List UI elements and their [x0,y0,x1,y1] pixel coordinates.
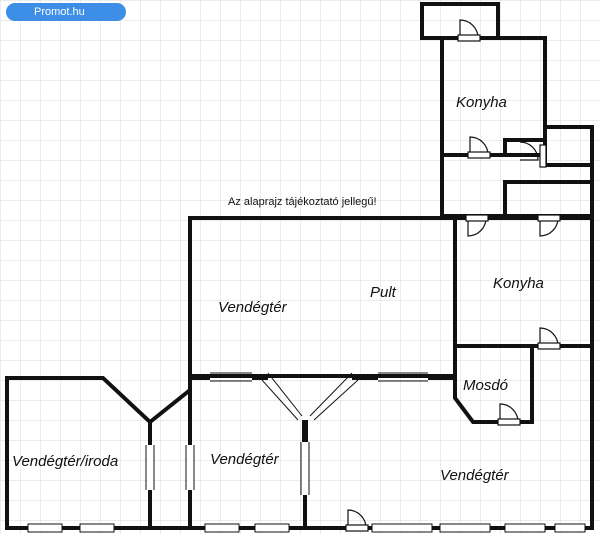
partition-walls [190,374,455,442]
room-label-vendegter-mid: Vendégtér [210,451,280,468]
room-label-vendegter-iroda: Vendégtér/iroda [12,453,118,470]
room-label-vendegter-main: Vendégtér [218,299,288,316]
doors [345,19,561,532]
brand-label: Promot.hu [34,6,85,18]
brand-badge: Promot.hu [6,3,126,21]
room-label-vendegter-bottom: Vendégtér [440,467,510,484]
room-label-mosdo: Mosdó [463,377,508,394]
door-openings [145,372,428,495]
room-label-konyha-right: Konyha [493,275,544,292]
room-label-konyha-top: Konyha [456,94,507,111]
notice-text: Az alaprajz tájékoztató jellegű! [228,196,377,208]
wall-gaps [147,442,308,495]
room-label-pult: Pult [370,284,397,301]
windows [27,523,586,533]
